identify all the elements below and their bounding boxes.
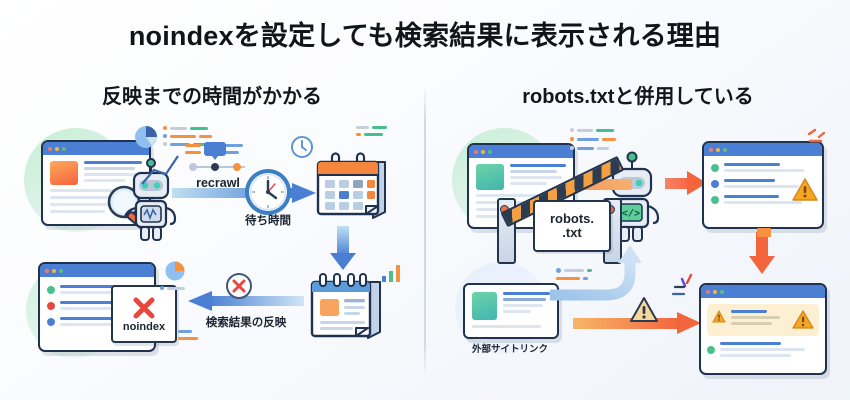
arrow-right-icon [172, 182, 316, 204]
bar-chart-icon [381, 264, 403, 282]
close-dot-icon [709, 147, 713, 152]
cross-mark-icon [225, 272, 253, 300]
status-dot-error-icon [47, 301, 55, 310]
noindex-card-label: noindex [122, 320, 166, 333]
maximize-dot-icon [723, 147, 727, 152]
result-item [707, 342, 819, 357]
maximize-dot-icon [62, 146, 66, 151]
minimize-dot-icon [55, 146, 59, 151]
close-dot-icon [706, 289, 710, 294]
recrawl-node-diagram [185, 140, 251, 174]
close-dot-icon [45, 268, 49, 273]
crawler-robot-icon [122, 152, 180, 244]
result-item [711, 179, 815, 188]
search-result-reflection-label: 検索結果の反映 [205, 317, 287, 329]
status-dot-ok-icon [707, 345, 715, 354]
indexed-results-window-warning[interactable] [702, 141, 824, 229]
decorative-dashes-bottom-center [178, 330, 198, 340]
external-site-link-label: 外部サイトリンク [471, 344, 548, 355]
maximize-dot-icon [720, 289, 724, 294]
maximize-dot-icon [59, 268, 63, 273]
notepad-icon [308, 268, 388, 344]
minimize-dot-icon [713, 289, 717, 294]
window-titlebar [704, 143, 822, 156]
left-panel-title: 反映までの時間がかかる [102, 86, 322, 108]
clock-icon [242, 166, 294, 218]
result-item [711, 195, 815, 204]
window-content [701, 298, 825, 363]
pie-chart-icon [133, 124, 159, 150]
window-content [43, 155, 149, 219]
curved-arrow-icon [550, 245, 656, 307]
window-content [704, 156, 822, 210]
warning-triangle-icon [792, 178, 818, 207]
robots-txt-sign-icon: robots. .txt [533, 200, 611, 252]
decorative-trend-line [140, 152, 180, 186]
window-titlebar [469, 145, 573, 158]
robots-sign-line1: robots. [549, 211, 595, 227]
external-link-results-window[interactable] [699, 283, 827, 375]
arrow-left-icon [186, 290, 304, 312]
decorative-dashes-right-mid [556, 268, 592, 280]
window-titlebar [43, 142, 149, 155]
result-item [711, 163, 815, 172]
status-dot-ok-icon [711, 195, 719, 204]
card-content [465, 285, 557, 335]
highlighted-warning-row [707, 304, 819, 336]
page-thumbnail [476, 164, 504, 190]
decorative-sparkle-bottom-right [669, 272, 699, 302]
decorative-sparkle-top-right [806, 128, 832, 150]
arrow-down-icon [329, 226, 357, 270]
window-titlebar [701, 285, 825, 298]
warning-triangle-icon [792, 310, 814, 329]
minimize-dot-icon [716, 147, 720, 152]
status-dot-info-icon [47, 317, 55, 326]
blocked-robot-icon: </> [601, 146, 663, 244]
right-panel-title: robots.txtと併用している [522, 86, 754, 108]
svg-text:</>: </> [622, 209, 640, 221]
decorative-orange-band [578, 179, 632, 190]
recrawl-label: recrawl [196, 176, 240, 190]
maximize-dot-icon [488, 149, 492, 154]
result-item [47, 285, 147, 294]
arrow-down-icon [748, 232, 776, 274]
arrow-right-icon [573, 311, 701, 335]
window-titlebar [40, 264, 154, 277]
minimize-dot-icon [481, 149, 485, 154]
page-thumbnail [50, 161, 78, 185]
warning-triangle-small-icon [712, 310, 726, 323]
decorative-square-orange [757, 228, 771, 237]
clock-outline-icon [290, 135, 314, 159]
close-dot-icon [474, 149, 478, 154]
close-dot-icon [48, 146, 52, 151]
result-item [47, 301, 147, 310]
decorative-dashes-bottom-left [160, 286, 185, 290]
page-title: noindexを設定しても検索結果に表示される理由 [128, 21, 722, 51]
calendar-icon [314, 146, 392, 220]
arrow-right-icon [665, 170, 707, 196]
decorative-list-lines-top [163, 126, 225, 146]
result-item [47, 317, 147, 326]
pie-chart-icon-small [164, 260, 186, 282]
external-link-card-icon [463, 283, 559, 339]
status-dot-info-icon [711, 179, 719, 188]
wait-time-label: 待ち時間 [245, 215, 291, 227]
window-content [40, 277, 154, 332]
card-thumbnail [472, 292, 497, 320]
robots-sign-line2: .txt [562, 225, 582, 240]
decorative-dashes-right [356, 126, 387, 136]
red-cross-icon [133, 297, 155, 318]
decorative-list-lines-right [570, 128, 636, 150]
warning-triangle-icon [629, 296, 659, 324]
minimize-dot-icon [52, 268, 56, 273]
status-dot-ok-icon [711, 163, 719, 172]
noindex-document-icon: noindex [111, 285, 177, 343]
panel-divider [424, 86, 426, 376]
status-dot-ok-icon [47, 285, 55, 294]
